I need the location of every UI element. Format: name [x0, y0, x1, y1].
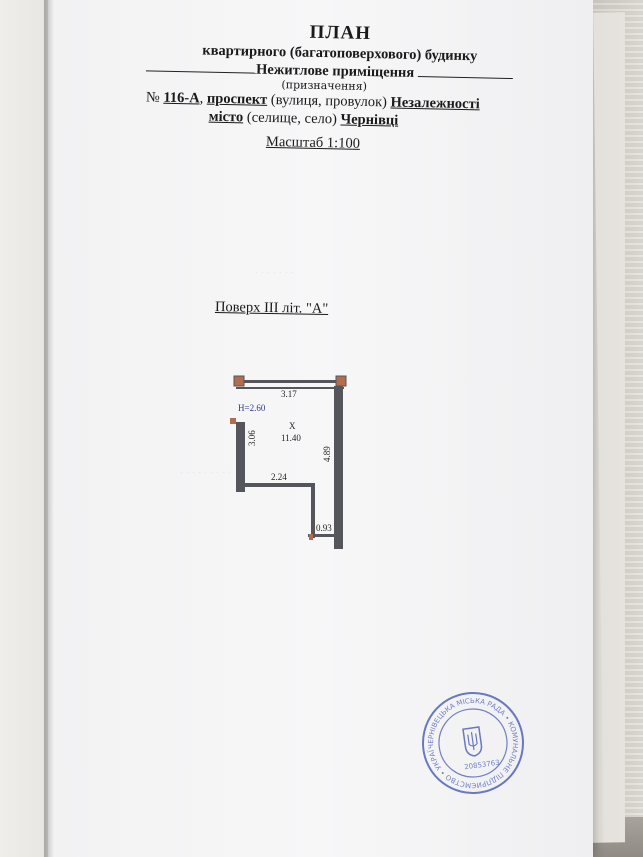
building-number: 116-А — [163, 89, 200, 107]
settlement-type: місто — [208, 108, 244, 126]
stamp-outer-ring — [422, 692, 524, 794]
dim-top: 3.17 — [281, 389, 297, 399]
dim-right: 4.89 — [322, 446, 332, 462]
document-header: ПЛАН квартирного (багатоповерхового) буд… — [45, 16, 593, 157]
wall-top-inner — [236, 387, 344, 389]
scale-text: Масштаб 1:100 — [265, 133, 361, 152]
corner-column-left — [233, 375, 245, 387]
corner-column-right — [335, 375, 347, 387]
room-code: X — [289, 421, 296, 431]
wall-bottom — [308, 534, 334, 537]
wall-right — [334, 386, 343, 549]
number-prefix: № — [145, 89, 160, 106]
floor-plan-drawing: 3.17 H=2.60 X 11.40 3.06 4.89 2.24 0.93 — [230, 375, 347, 549]
room-area: 11.40 — [281, 433, 301, 443]
bleed-through-text: . . . . . . . — [255, 262, 294, 276]
spine-shadow — [44, 0, 54, 857]
dim-mid: 2.24 — [271, 472, 287, 482]
bleed-through-text: . . . . . . . . . — [180, 462, 231, 476]
floor-label: Поверх III літ. "А" — [214, 299, 329, 317]
settlement-hint: (селище, село) — [246, 109, 338, 128]
trident-emblem-icon — [462, 726, 483, 757]
street-hint: (вулиця, провулок) — [270, 91, 388, 111]
dim-left: 3.06 — [247, 430, 257, 446]
dim-bottom: 0.93 — [316, 523, 332, 533]
wall-left — [236, 422, 245, 492]
purpose-value: Нежитлове приміщення — [255, 61, 415, 81]
wall-mid-vertical — [311, 483, 315, 538]
document-sheet — [48, 0, 593, 857]
stamp-inner-ring — [438, 708, 508, 778]
street-name: Незалежності — [390, 94, 480, 113]
height-label: H=2.60 — [238, 403, 266, 413]
window-jamb-left — [230, 418, 236, 424]
wall-top — [236, 380, 344, 383]
settlement-name: Чернівці — [340, 111, 399, 129]
door-marker — [309, 534, 313, 540]
wall-mid-horizontal — [245, 483, 315, 487]
street-type: проспект — [206, 90, 268, 108]
official-stamp: ЧЕРНІВЕЦЬКА МІСЬКА РАДА • КОМУНАЛЬНЕ ПІД… — [411, 681, 525, 797]
blank-line — [146, 70, 257, 74]
blank-line — [417, 76, 513, 80]
